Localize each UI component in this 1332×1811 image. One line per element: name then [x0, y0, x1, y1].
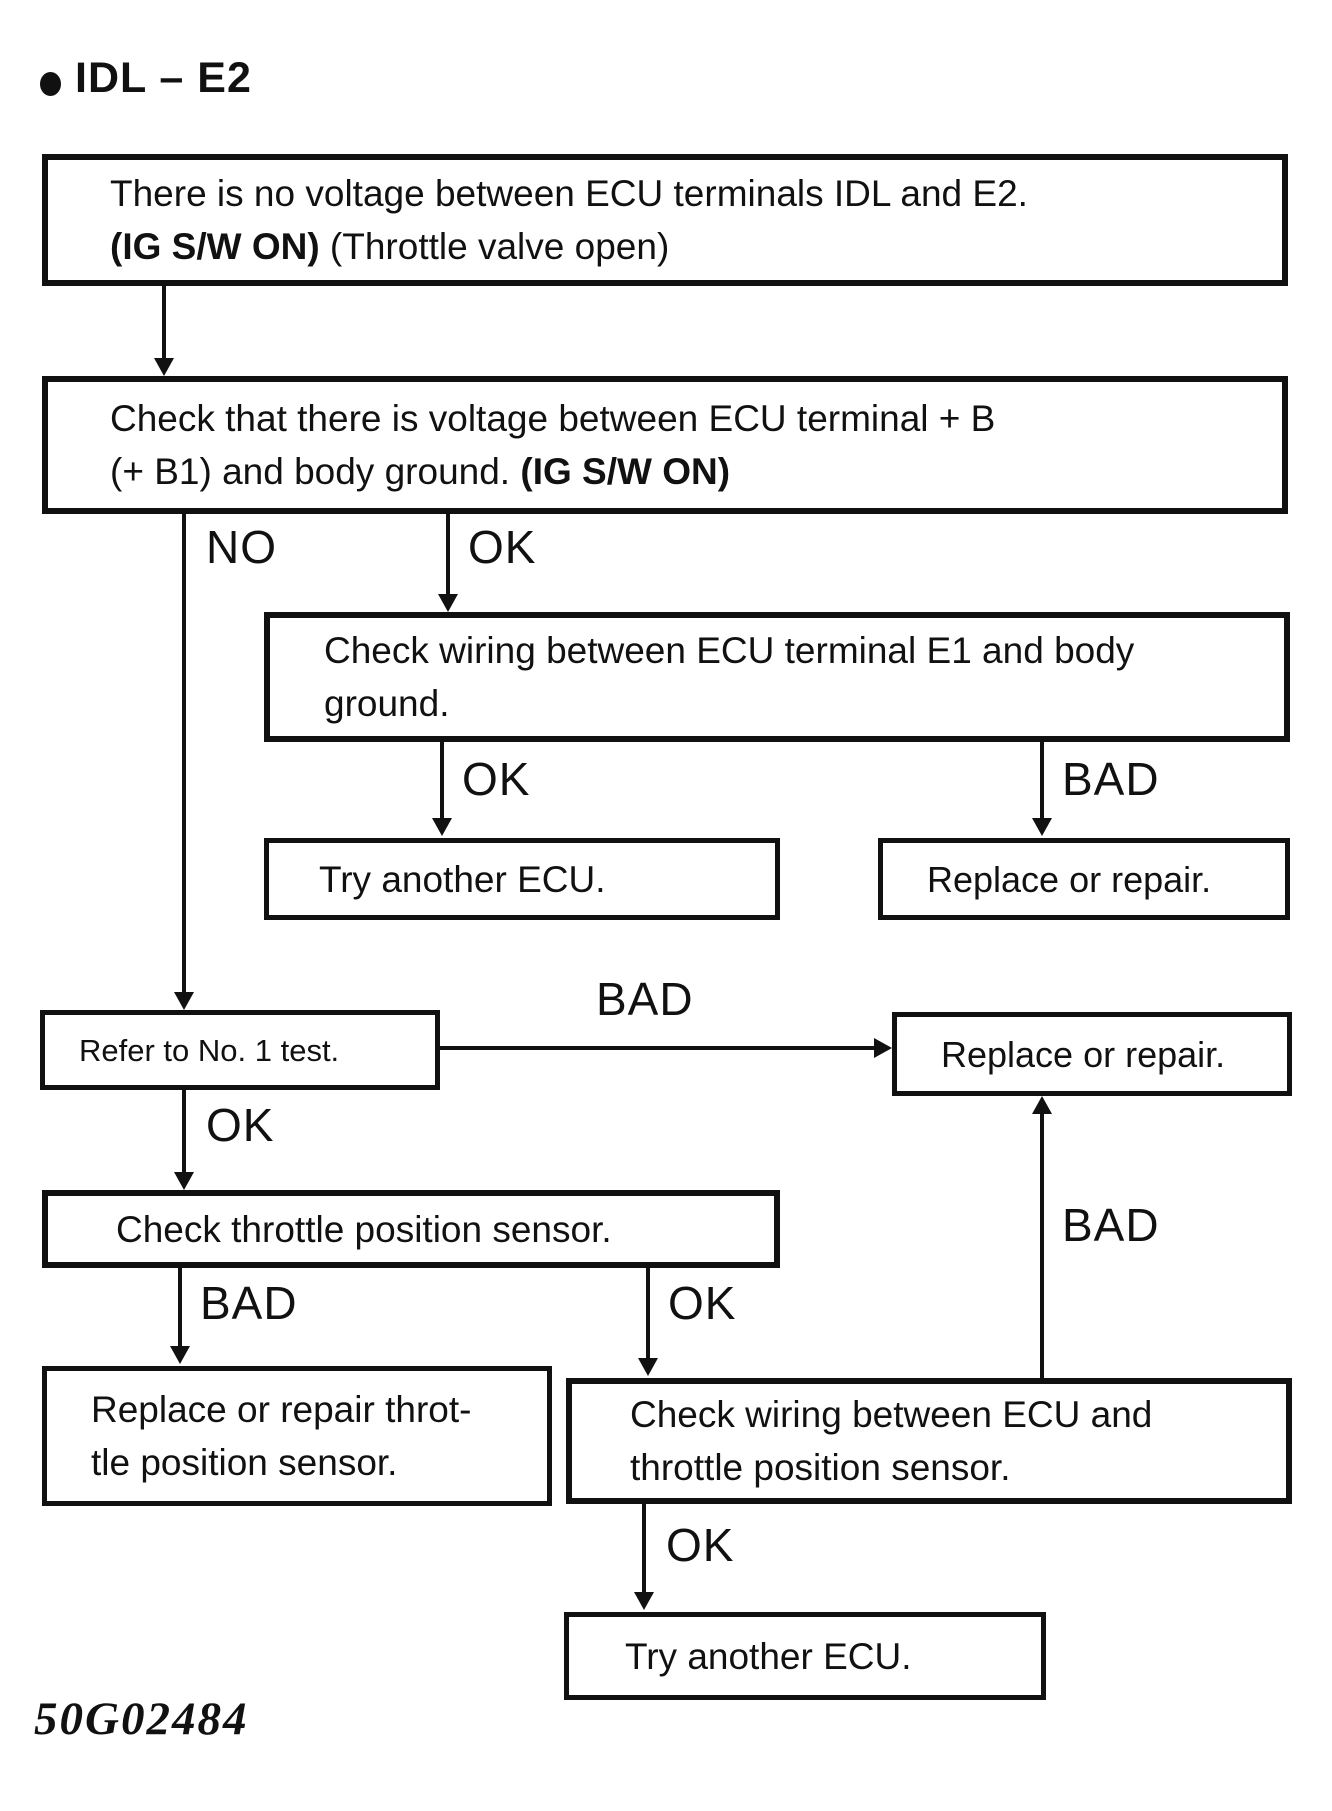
label-no-1: NO	[206, 521, 277, 573]
node-replace-tps-line1: Replace or repair throt-	[91, 1389, 472, 1430]
edge-no-arrowhead	[174, 992, 194, 1010]
node-check-tps: Check throttle position sensor.	[42, 1190, 780, 1268]
edge-bad-tps-arrowhead	[170, 1346, 190, 1364]
edge-bad-refer-line	[440, 1046, 876, 1050]
node-check-b-voltage-line2: (+ B1) and body ground. (IG S/W ON)	[110, 451, 731, 492]
figure-code: 50G02484	[34, 1693, 249, 1745]
edge-a-b-arrowhead	[154, 358, 174, 376]
node-try-another-ecu-1: Try another ECU.	[264, 838, 780, 920]
node-replace-or-repair-2: Replace or repair.	[892, 1012, 1292, 1096]
node-check-wiring-e1-line1: Check wiring between ECU terminal E1 and…	[324, 630, 1135, 671]
edge-ok-tps-arrowhead	[638, 1358, 658, 1376]
node-try-another-ecu-1-text: Try another ECU.	[319, 858, 606, 900]
label-ok-2: OK	[462, 753, 531, 805]
node-check-wiring-tps-line2: throttle position sensor.	[630, 1447, 1011, 1488]
edge-bad-refer-arrowhead	[874, 1038, 892, 1058]
node-no-voltage-line1: There is no voltage between ECU terminal…	[110, 173, 1028, 214]
node-check-b-voltage-line1: Check that there is voltage between ECU …	[110, 398, 996, 439]
edge-no-line	[182, 514, 186, 996]
node-check-tps-text: Check throttle position sensor.	[116, 1208, 612, 1250]
edge-ok1-line	[446, 514, 450, 596]
label-bad-tps: BAD	[200, 1277, 298, 1329]
edge-bad-up-arrowhead	[1032, 1096, 1052, 1114]
node-check-wiring-tps: Check wiring between ECU and throttle po…	[566, 1378, 1292, 1504]
edge-ok-refer-arrowhead	[174, 1172, 194, 1190]
label-bad-up: BAD	[1062, 1199, 1160, 1251]
node-try-another-ecu-2-text: Try another ECU.	[625, 1635, 912, 1677]
edge-ok-refer-line	[182, 1090, 186, 1174]
label-ok-tps: OK	[668, 1277, 737, 1329]
edge-bad-tps-line	[178, 1268, 182, 1350]
node-replace-tps: Replace or repair throt- tle position se…	[42, 1366, 552, 1506]
node-replace-or-repair-2-text: Replace or repair.	[941, 1033, 1226, 1075]
label-bad-1: BAD	[1062, 753, 1160, 805]
edge-ok1-arrowhead	[438, 594, 458, 612]
edge-ok-final-arrowhead	[634, 1592, 654, 1610]
node-check-wiring-tps-line1: Check wiring between ECU and	[630, 1394, 1153, 1435]
node-refer-no1-test: Refer to No. 1 test.	[40, 1010, 440, 1090]
label-ok-final: OK	[666, 1519, 735, 1571]
page-title-row: IDL – E2	[40, 54, 252, 103]
edge-ok-final-line	[642, 1504, 646, 1596]
label-bad-refer: BAD	[596, 973, 694, 1025]
node-check-wiring-e1-line2: ground.	[324, 683, 450, 724]
page-title: IDL – E2	[75, 54, 252, 102]
node-replace-tps-line2: tle position sensor.	[91, 1442, 398, 1483]
edge-a-b-line	[162, 286, 166, 360]
edge-bad-up-line	[1040, 1112, 1044, 1378]
label-ok-refer: OK	[206, 1099, 275, 1151]
node-no-voltage-line2: (IG S/W ON) (Throttle valve open)	[110, 226, 670, 267]
edge-bad1-line	[1040, 742, 1044, 822]
node-refer-no1-test-text: Refer to No. 1 test.	[79, 1032, 340, 1068]
node-no-voltage: There is no voltage between ECU terminal…	[42, 154, 1288, 286]
edge-ok-tps-line	[646, 1268, 650, 1362]
node-replace-or-repair-1-text: Replace or repair.	[927, 858, 1212, 900]
node-check-b-voltage: Check that there is voltage between ECU …	[42, 376, 1288, 514]
edge-ok2-arrowhead	[432, 818, 452, 836]
edge-bad1-arrowhead	[1032, 818, 1052, 836]
node-try-another-ecu-2: Try another ECU.	[564, 1612, 1046, 1700]
node-replace-or-repair-1: Replace or repair.	[878, 838, 1290, 920]
node-check-wiring-e1: Check wiring between ECU terminal E1 and…	[264, 612, 1290, 742]
bullet-icon	[40, 71, 61, 96]
label-ok-1: OK	[468, 521, 537, 573]
edge-ok2-line	[440, 742, 444, 822]
